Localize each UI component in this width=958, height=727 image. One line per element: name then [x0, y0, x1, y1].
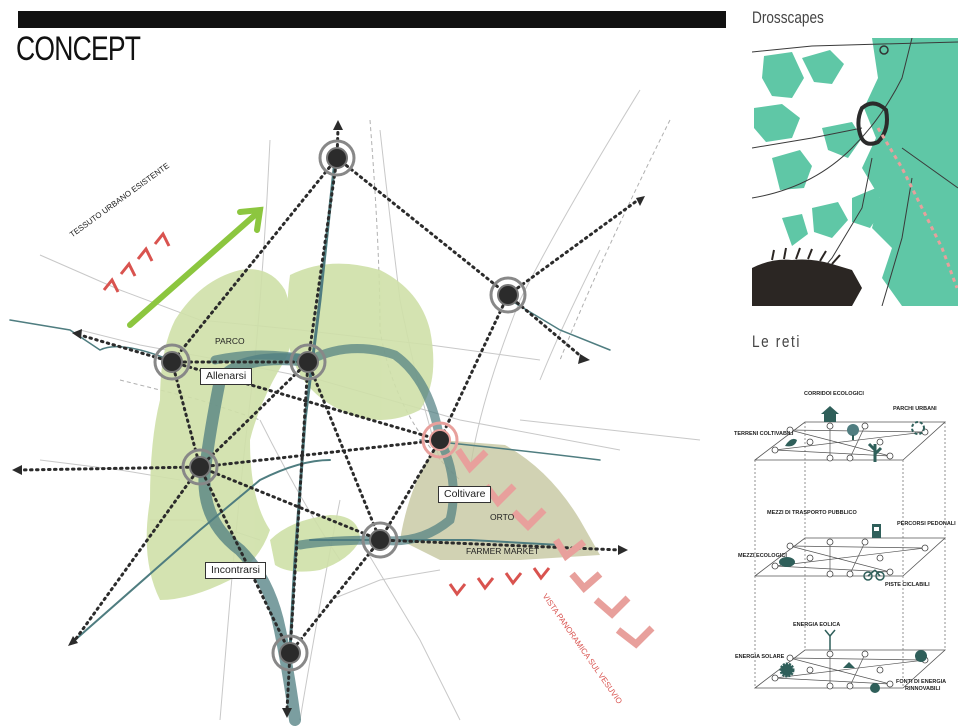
small-nodes	[771, 422, 929, 690]
leaf-icon	[785, 438, 797, 447]
label-fonti2: RINNOVABILI	[905, 686, 941, 692]
loop-highlight	[856, 101, 889, 146]
node-west	[181, 448, 219, 486]
title-bar	[18, 11, 726, 28]
label-corridoi: CORRIDOI ECOLOGICI	[804, 391, 864, 397]
red-chevrons-up	[102, 231, 171, 293]
drosscapes-title: Drosscapes	[752, 8, 824, 27]
red-chevrons-down	[448, 567, 551, 597]
label-mezzi-eco: MEZZI ECOLOGICI	[738, 553, 787, 559]
node-south	[271, 634, 309, 672]
recycle-dashed-icon	[911, 421, 925, 435]
sea-area	[752, 259, 862, 306]
sun-icon	[779, 662, 795, 678]
le-reti-title: Le reti	[752, 332, 801, 351]
page-title: CONCEPT	[16, 30, 141, 68]
node-top	[318, 139, 356, 177]
pink-route	[876, 127, 958, 289]
recycle-bin-icon	[870, 683, 880, 693]
label-parco: PARCO	[215, 336, 245, 346]
pump-icon	[872, 524, 881, 538]
recycle-icon	[843, 662, 855, 668]
label-coltivare: Coltivare	[438, 486, 492, 503]
label-piste: PISTE CICLABILI	[885, 582, 930, 588]
pink-chevrons	[455, 448, 655, 649]
teal-patches	[754, 38, 958, 306]
label-fonti1: FONTI DI ENERGIA	[896, 679, 947, 685]
node-parco-e	[289, 343, 327, 381]
node-parco-w	[153, 343, 191, 381]
drosscapes-map	[752, 38, 958, 306]
tree-icon	[847, 424, 859, 440]
label-mezzi-tp: MEZZI DI TRASPORTO PUBBLICO	[767, 510, 857, 516]
bike-icon	[863, 569, 885, 581]
network-dotted	[18, 126, 640, 712]
label-allenarsi: Allenarsi	[200, 368, 253, 385]
roundabout-icon	[879, 45, 889, 55]
label-parchi: PARCHI URBANI	[893, 406, 937, 412]
label-percorsi: PERCORSI PEDONALI	[897, 521, 956, 527]
label-incontrarsi: Incontrarsi	[205, 562, 267, 579]
label-eolica: ENERGIA EOLICA	[793, 622, 841, 628]
network-arrowheads	[12, 120, 645, 718]
house-icon	[821, 406, 839, 422]
network-nodes	[153, 139, 527, 672]
wind-turbine-icon	[824, 629, 836, 650]
node-ne	[489, 276, 527, 314]
road-lines	[752, 38, 958, 306]
green-arrow	[127, 206, 264, 328]
star-network-mid	[774, 541, 926, 575]
star-network-bottom	[774, 653, 926, 687]
globe-icon	[915, 650, 927, 662]
label-orto: ORTO	[490, 512, 515, 522]
concept-map	[9, 89, 701, 726]
node-coltivare	[421, 421, 459, 459]
box-edges	[754, 422, 946, 688]
label-solare: ENERGIA SOLARE	[735, 654, 785, 660]
label-terreni: TERRENI COLTIVABILI	[734, 431, 794, 437]
node-farmer	[361, 521, 399, 559]
network-layers-diagram	[753, 406, 947, 693]
label-farmer: FARMER MARKET	[466, 546, 540, 556]
car-icon	[779, 557, 795, 567]
plant-icon	[867, 442, 883, 462]
port-piers	[771, 247, 841, 265]
